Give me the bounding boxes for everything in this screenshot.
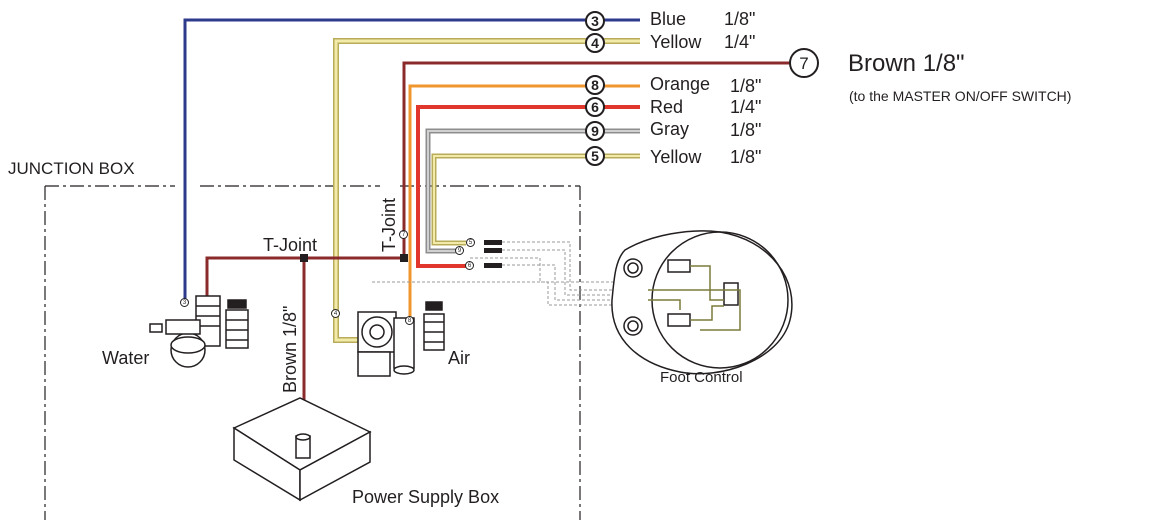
tube-4-number: 4: [585, 33, 605, 53]
tube-8-name: Orange: [650, 74, 711, 94]
t-joint-vertical: [400, 254, 408, 262]
air-regulator: [357, 301, 445, 377]
t-joint-vertical-label: T-Joint: [379, 197, 399, 252]
marker-8: 8: [405, 316, 414, 325]
tube-6-number: 6: [585, 97, 605, 117]
tube-yellow-eighth: [431, 153, 640, 246]
tube-3-size: 1/8": [724, 9, 756, 29]
foot-control-hoses: [648, 265, 741, 331]
tube-7-note: (to the MASTER ON/OFF SWITCH): [849, 88, 1072, 104]
tube-7-number: 7: [789, 48, 819, 78]
marker-3: 3: [180, 298, 189, 307]
tube-6-size: 1/4": [730, 97, 762, 117]
tube-blue: [183, 18, 640, 305]
tube-9-number: 9: [585, 121, 605, 141]
tube-5-name: Yellow: [650, 147, 702, 167]
water-label: Water: [102, 348, 150, 368]
t-joint-horizontal-label: T-Joint: [263, 235, 318, 255]
quick-fittings: [484, 240, 502, 268]
t-joint-horizontal: [300, 254, 308, 262]
tube-6-name: Red: [650, 97, 684, 117]
tube-brown-master: [402, 61, 790, 257]
marker-6: 6: [465, 261, 474, 270]
brown-vertical-label: Brown 1/8": [280, 305, 300, 393]
tube-orange: [408, 84, 640, 318]
water-regulator: [149, 295, 249, 368]
tube-5-size: 1/8": [730, 147, 762, 167]
tube-8-number: 8: [585, 75, 605, 95]
marker-9: 9: [455, 246, 464, 255]
tube-3-number: 3: [585, 11, 605, 31]
tube-4-name: Yellow: [650, 32, 702, 52]
dashed-hoses: [372, 241, 640, 306]
foot-control-label: Foot Control: [660, 369, 743, 386]
tube-9-name: Gray: [650, 119, 690, 139]
tube-5-number: 5: [585, 146, 605, 166]
tube-red: [416, 105, 640, 268]
air-label: Air: [448, 348, 470, 368]
foot-control: [611, 230, 793, 375]
tube-yellow-quarter: [333, 38, 640, 343]
power-supply-box: [232, 397, 372, 502]
tube-9-size: 1/8": [730, 120, 762, 140]
marker-7: 7: [399, 230, 408, 239]
marker-5: 5: [466, 238, 475, 247]
tube-gray: [425, 128, 640, 254]
tube-3-name: Blue: [650, 9, 687, 29]
tube-8-size: 1/8": [730, 76, 762, 96]
power-supply-label: Power Supply Box: [352, 487, 500, 507]
junction-box-label: JUNCTION BOX: [8, 159, 135, 178]
marker-4: 4: [331, 309, 340, 318]
tube-7-label: Brown 1/8": [848, 50, 965, 77]
tube-4-size: 1/4": [724, 32, 756, 52]
